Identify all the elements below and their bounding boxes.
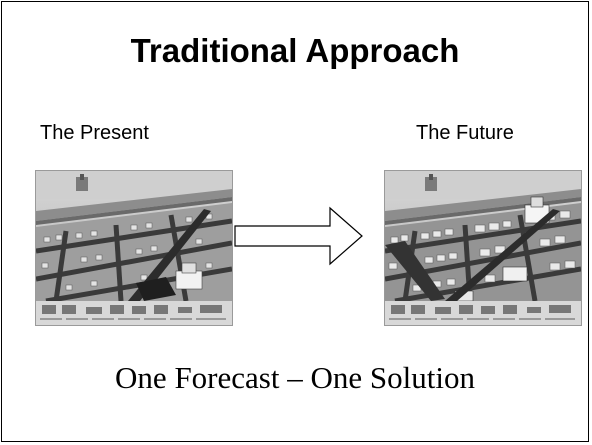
- present-label: The Present: [40, 122, 149, 144]
- future-label: The Future: [416, 122, 514, 144]
- future-city-image: [384, 170, 582, 326]
- present-city-image: [35, 170, 233, 326]
- slide-title: Traditional Approach: [130, 32, 460, 69]
- right-arrow-icon: [234, 206, 364, 271]
- tagline: One Forecast – One Solution: [115, 360, 475, 395]
